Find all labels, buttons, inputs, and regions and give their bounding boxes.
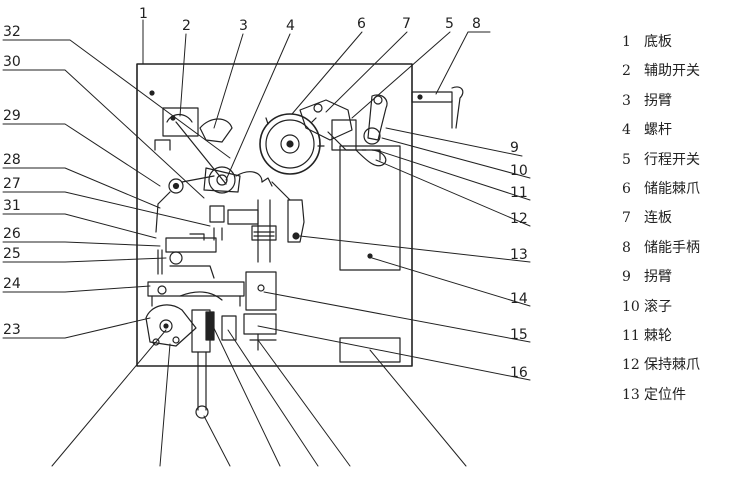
legend-text: 定位件 (644, 386, 686, 403)
legend-number: 6 (622, 180, 631, 197)
legend-number: 11 (622, 327, 640, 344)
legend-number: 12 (622, 357, 640, 374)
callout-28: 28 (3, 152, 21, 168)
bottom-plate (339, 337, 401, 363)
screw-rod-part (243, 199, 277, 351)
legend-number: 1 (622, 34, 631, 50)
legend-text: 拐臂 (644, 269, 672, 286)
callout-25: 25 (3, 246, 21, 262)
legend-text: 滚子 (644, 298, 672, 315)
callout-9: 9 (510, 140, 519, 156)
base-plate (136, 63, 413, 367)
legend-text: 储能棘爪 (644, 180, 700, 197)
legend-item: 7 连板 (622, 204, 700, 233)
legend-number: 5 (622, 151, 631, 168)
callout-2: 2 (182, 18, 191, 34)
callout-7: 7 (402, 16, 411, 32)
connecting-plate-part (299, 99, 367, 151)
callout-24: 24 (3, 276, 21, 292)
legend-text: 螺杆 (644, 122, 672, 139)
mechanism-drawing: 32 30 29 28 27 31 26 25 24 23 1 2 3 4 6 … (2, 6, 531, 467)
legend-item: 8 储能手柄 (622, 234, 700, 263)
callout-31: 31 (3, 198, 21, 214)
crank-arm-9-part (355, 94, 388, 167)
legend-text: 行程开关 (644, 151, 700, 168)
release-part (145, 304, 197, 347)
callout-labels: 32 30 29 28 27 31 26 25 24 23 1 2 3 4 6 … (3, 6, 528, 381)
legend-number: 7 (622, 210, 631, 227)
leader-lines (2, 19, 531, 467)
legend-number: 2 (622, 63, 631, 80)
callout-15: 15 (510, 327, 528, 343)
legend-number: 10 (622, 298, 640, 315)
callout-3: 3 (239, 18, 248, 34)
auxiliary-switch-part (154, 107, 199, 151)
callout-1: 1 (139, 6, 148, 22)
right-inner-plate (339, 145, 401, 271)
lower-rods (191, 309, 237, 419)
legend-text: 辅助开关 (644, 63, 700, 80)
legend-item: 3 拐臂 (622, 87, 700, 116)
legend-number: 4 (622, 122, 631, 139)
callout-13: 13 (510, 247, 528, 263)
callout-27: 27 (3, 176, 21, 192)
positioning-part (271, 181, 305, 243)
callout-11: 11 (510, 185, 528, 201)
legend-number: 3 (622, 92, 631, 109)
legend-item: 2 辅助开关 (622, 57, 700, 86)
callout-23: 23 (3, 322, 21, 338)
ratchet-wheel-part (259, 113, 325, 175)
callout-29: 29 (3, 108, 21, 124)
legend-text: 连板 (644, 210, 672, 227)
legend-item: 6 储能棘爪 (622, 175, 700, 204)
callout-26: 26 (3, 226, 21, 242)
legend-text: 底板 (644, 34, 672, 50)
legend-text: 保持棘爪 (644, 357, 700, 374)
legend-item: 9 拐臂 (622, 263, 700, 292)
callout-4: 4 (286, 18, 295, 34)
callout-32: 32 (3, 24, 21, 40)
callout-12: 12 (510, 211, 528, 227)
callout-16: 16 (510, 365, 528, 381)
legend-number: 9 (622, 269, 631, 286)
legend-text: 棘轮 (644, 327, 672, 344)
callout-6: 6 (357, 16, 366, 32)
legend-item: 4 螺杆 (622, 116, 700, 145)
legend-text: 储能手柄 (644, 239, 700, 256)
legend-item: 5 行程开关 (622, 146, 700, 175)
legend-item: 1 底板 (622, 28, 700, 57)
callout-10: 10 (510, 163, 528, 179)
callout-8: 8 (472, 16, 481, 32)
storage-handle-part (411, 86, 464, 129)
callout-30: 30 (3, 54, 21, 70)
callout-14: 14 (510, 291, 528, 307)
legend-number: 8 (622, 239, 631, 256)
legend-text: 拐臂 (644, 92, 672, 109)
middle-mechanism (147, 205, 259, 307)
callout-5: 5 (445, 16, 454, 32)
crank-arm-part (175, 118, 233, 185)
legend-number: 13 (622, 386, 640, 403)
